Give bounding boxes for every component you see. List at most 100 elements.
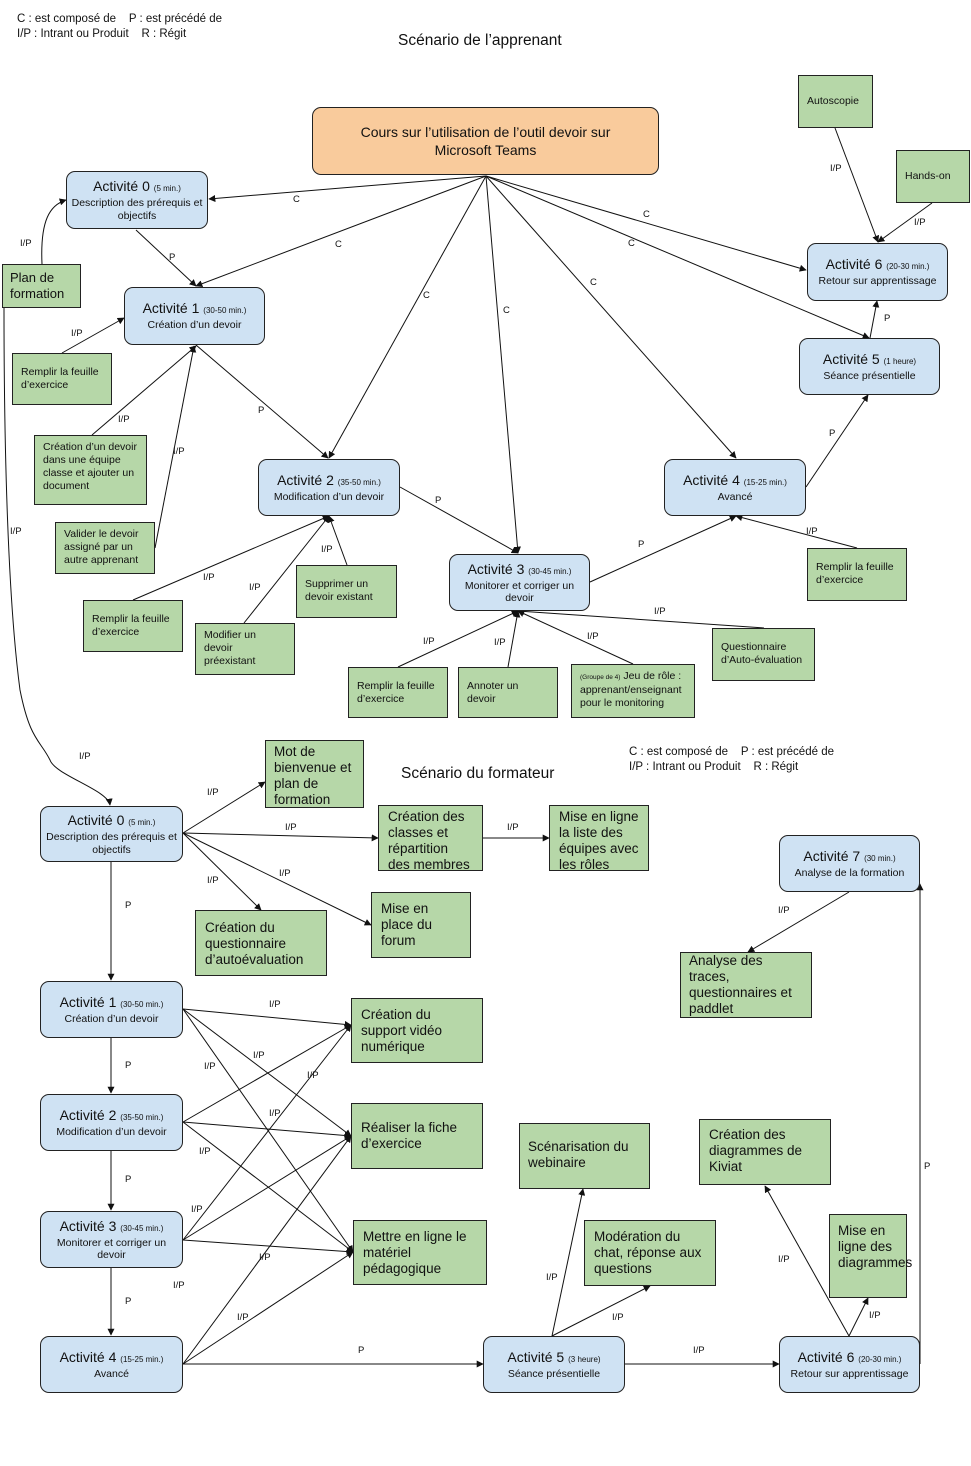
- edge-label-ip: I/P: [204, 1061, 216, 1072]
- connector-arrow: [517, 607, 765, 629]
- edge-label-p: P: [169, 252, 176, 263]
- connector-arrow: [834, 127, 880, 243]
- edge-label-p: P: [435, 495, 442, 506]
- connector-arrow: [182, 1008, 352, 1028]
- connector-arrow: [747, 891, 850, 953]
- formateur-activity-1: Activité 1 (30-50 min.) Création d’un de…: [40, 981, 183, 1038]
- connector-arrow: [877, 202, 933, 243]
- connector-arrow: [735, 514, 858, 549]
- edge-label-ip: I/P: [321, 544, 333, 555]
- connector-arrow: [399, 486, 519, 554]
- g3-questionnaire: Questionnaire d’Auto-évaluation: [712, 628, 815, 681]
- edge-label-p: P: [638, 539, 645, 550]
- edge-label-ip: I/P: [269, 1108, 281, 1119]
- connector-arrow: [397, 610, 519, 668]
- plan-to-formateur-activity-0: [3, 307, 113, 806]
- connector-arrow: [485, 175, 521, 554]
- connector-arrow: [154, 345, 197, 549]
- connector-arrow: [517, 610, 634, 665]
- apprenant-activity-5: Activité 5 (1 heure) Séance présentielle: [799, 338, 940, 395]
- formateur-activity-2: Activité 2 (35-50 min.) Modification d’u…: [40, 1094, 183, 1151]
- edge-label-p: P: [125, 900, 132, 911]
- edge-label-ip: I/P: [307, 1070, 319, 1081]
- connector-arrow: [805, 394, 869, 488]
- edge-label-ip: I/P: [654, 606, 666, 617]
- g1-remplir-feuille: Remplir la feuille d’exercice: [12, 353, 112, 405]
- edge-label-ip: I/P: [269, 999, 281, 1010]
- mise-en-place-forum: Mise en place du forum: [371, 892, 471, 958]
- edge-label-ip: I/P: [778, 1254, 790, 1265]
- edge-label-ip: I/P: [118, 414, 130, 425]
- apprenant-activity-6: Activité 6 (20-30 min.) Retour sur appre…: [807, 243, 948, 301]
- edge-label-ip: I/P: [285, 822, 297, 833]
- edge-label-ip: I/P: [612, 1312, 624, 1323]
- connector-arrow: [182, 781, 266, 834]
- hands-on-node: Hands-on: [896, 150, 970, 203]
- edge-label-ip: I/P: [259, 1252, 271, 1263]
- connector-arrow: [848, 1297, 869, 1337]
- g2-supprimer-devoir: Supprimer un devoir existant: [296, 565, 397, 618]
- connector-arrow: [328, 175, 487, 459]
- apprenant-activity-1: Activité 1 (30-50 min.) Création d’un de…: [124, 287, 265, 345]
- connector-arrow: [182, 832, 372, 926]
- g3-jeu-de-role: (Groupe de 4) Jeu de rôle : apprenant/en…: [571, 664, 695, 718]
- edge-label-ip: I/P: [778, 905, 790, 916]
- edge-label-p: P: [829, 428, 836, 439]
- edge-label-p: P: [258, 405, 265, 416]
- apprenant-activity-3: Activité 3 (30-45 min.) Monitorer et cor…: [449, 554, 590, 611]
- g1-valider-devoir: Valider le devoir assigné par un autre a…: [55, 522, 155, 574]
- g2-modifier-devoir: Modifier un devoir préexistant: [195, 623, 295, 675]
- connector-arrow: [243, 515, 330, 624]
- edge-label-ip: I/P: [693, 1345, 705, 1356]
- connector-arrow: [195, 344, 329, 459]
- mot-de-bienvenue: Mot de bienvenue et plan de formation: [265, 740, 364, 808]
- edge-label-ip: I/P: [203, 572, 215, 583]
- connector-arrow: [135, 229, 197, 287]
- edge-label-p: P: [358, 1345, 365, 1356]
- connector-arrow: [551, 1285, 651, 1337]
- formateur-activity-7: Activité 7 (30 min.) Analyse de la forma…: [779, 835, 920, 892]
- edge-label-p: P: [884, 313, 891, 324]
- formateur-activity-3: Activité 3 (30-45 min.) Monitorer et cor…: [40, 1211, 183, 1268]
- connector-arrow: [132, 515, 330, 601]
- edge-label-ip: I/P: [237, 1312, 249, 1323]
- moderation-chat: Modération du chat, réponse aux question…: [584, 1220, 716, 1286]
- edge-label-ip: I/P: [587, 631, 599, 642]
- edge-label-p: P: [125, 1060, 132, 1071]
- edge-label-ip: I/P: [249, 582, 261, 593]
- realiser-fiche-exercice: Réaliser la fiche d’exercice: [351, 1103, 483, 1169]
- plan-de-formation: Plan de formation: [2, 264, 81, 308]
- connector-arrow: [485, 175, 870, 339]
- plan-to-activity-0: [41, 198, 67, 265]
- g4-remplir-feuille: Remplir la feuille d’exercice: [807, 548, 907, 601]
- connector-arrow: [327, 515, 348, 566]
- connector-arrow: [61, 317, 125, 354]
- g3-remplir-feuille: Remplir la feuille d’exercice: [348, 667, 448, 718]
- connector-arrow: [91, 345, 197, 436]
- edge-label-c: C: [643, 209, 650, 220]
- edge-label-ip: I/P: [199, 1146, 211, 1157]
- g2-remplir-feuille: Remplir la feuille d’exercice: [83, 600, 183, 652]
- edge-label-ip: I/P: [20, 238, 32, 249]
- edge-label-p: P: [125, 1296, 132, 1307]
- connector-arrow: [485, 175, 737, 459]
- edge-label-ip: I/P: [207, 787, 219, 798]
- connector-arrow: [589, 515, 737, 583]
- connector-arrow: [195, 175, 487, 288]
- connector-arrow: [182, 832, 379, 842]
- connector-arrow: [182, 1135, 352, 1365]
- creation-questionnaire: Création du questionnaire d’autoévaluati…: [195, 910, 327, 976]
- connector-arrow: [182, 1239, 354, 1256]
- formateur-activity-0: Activité 0 (5 min.) Description des prér…: [40, 806, 183, 862]
- edge-label-ip: I/P: [914, 217, 926, 228]
- edge-label-ip: I/P: [10, 526, 22, 537]
- legend-top: C : est composé de P : est précédé de I/…: [17, 13, 222, 40]
- connector-arrow: [507, 610, 521, 668]
- connector-arrow: [485, 175, 807, 272]
- mise-en-ligne-diagrammes: Mise en ligne des diagrammes: [829, 1214, 912, 1298]
- edge-label-ip: I/P: [191, 1204, 203, 1215]
- edge-label-c: C: [293, 194, 300, 205]
- creation-kiviat: Création des diagrammes de Kiviat: [699, 1119, 831, 1185]
- connector-arrow: [182, 1024, 352, 1241]
- connector-arrow: [869, 300, 880, 339]
